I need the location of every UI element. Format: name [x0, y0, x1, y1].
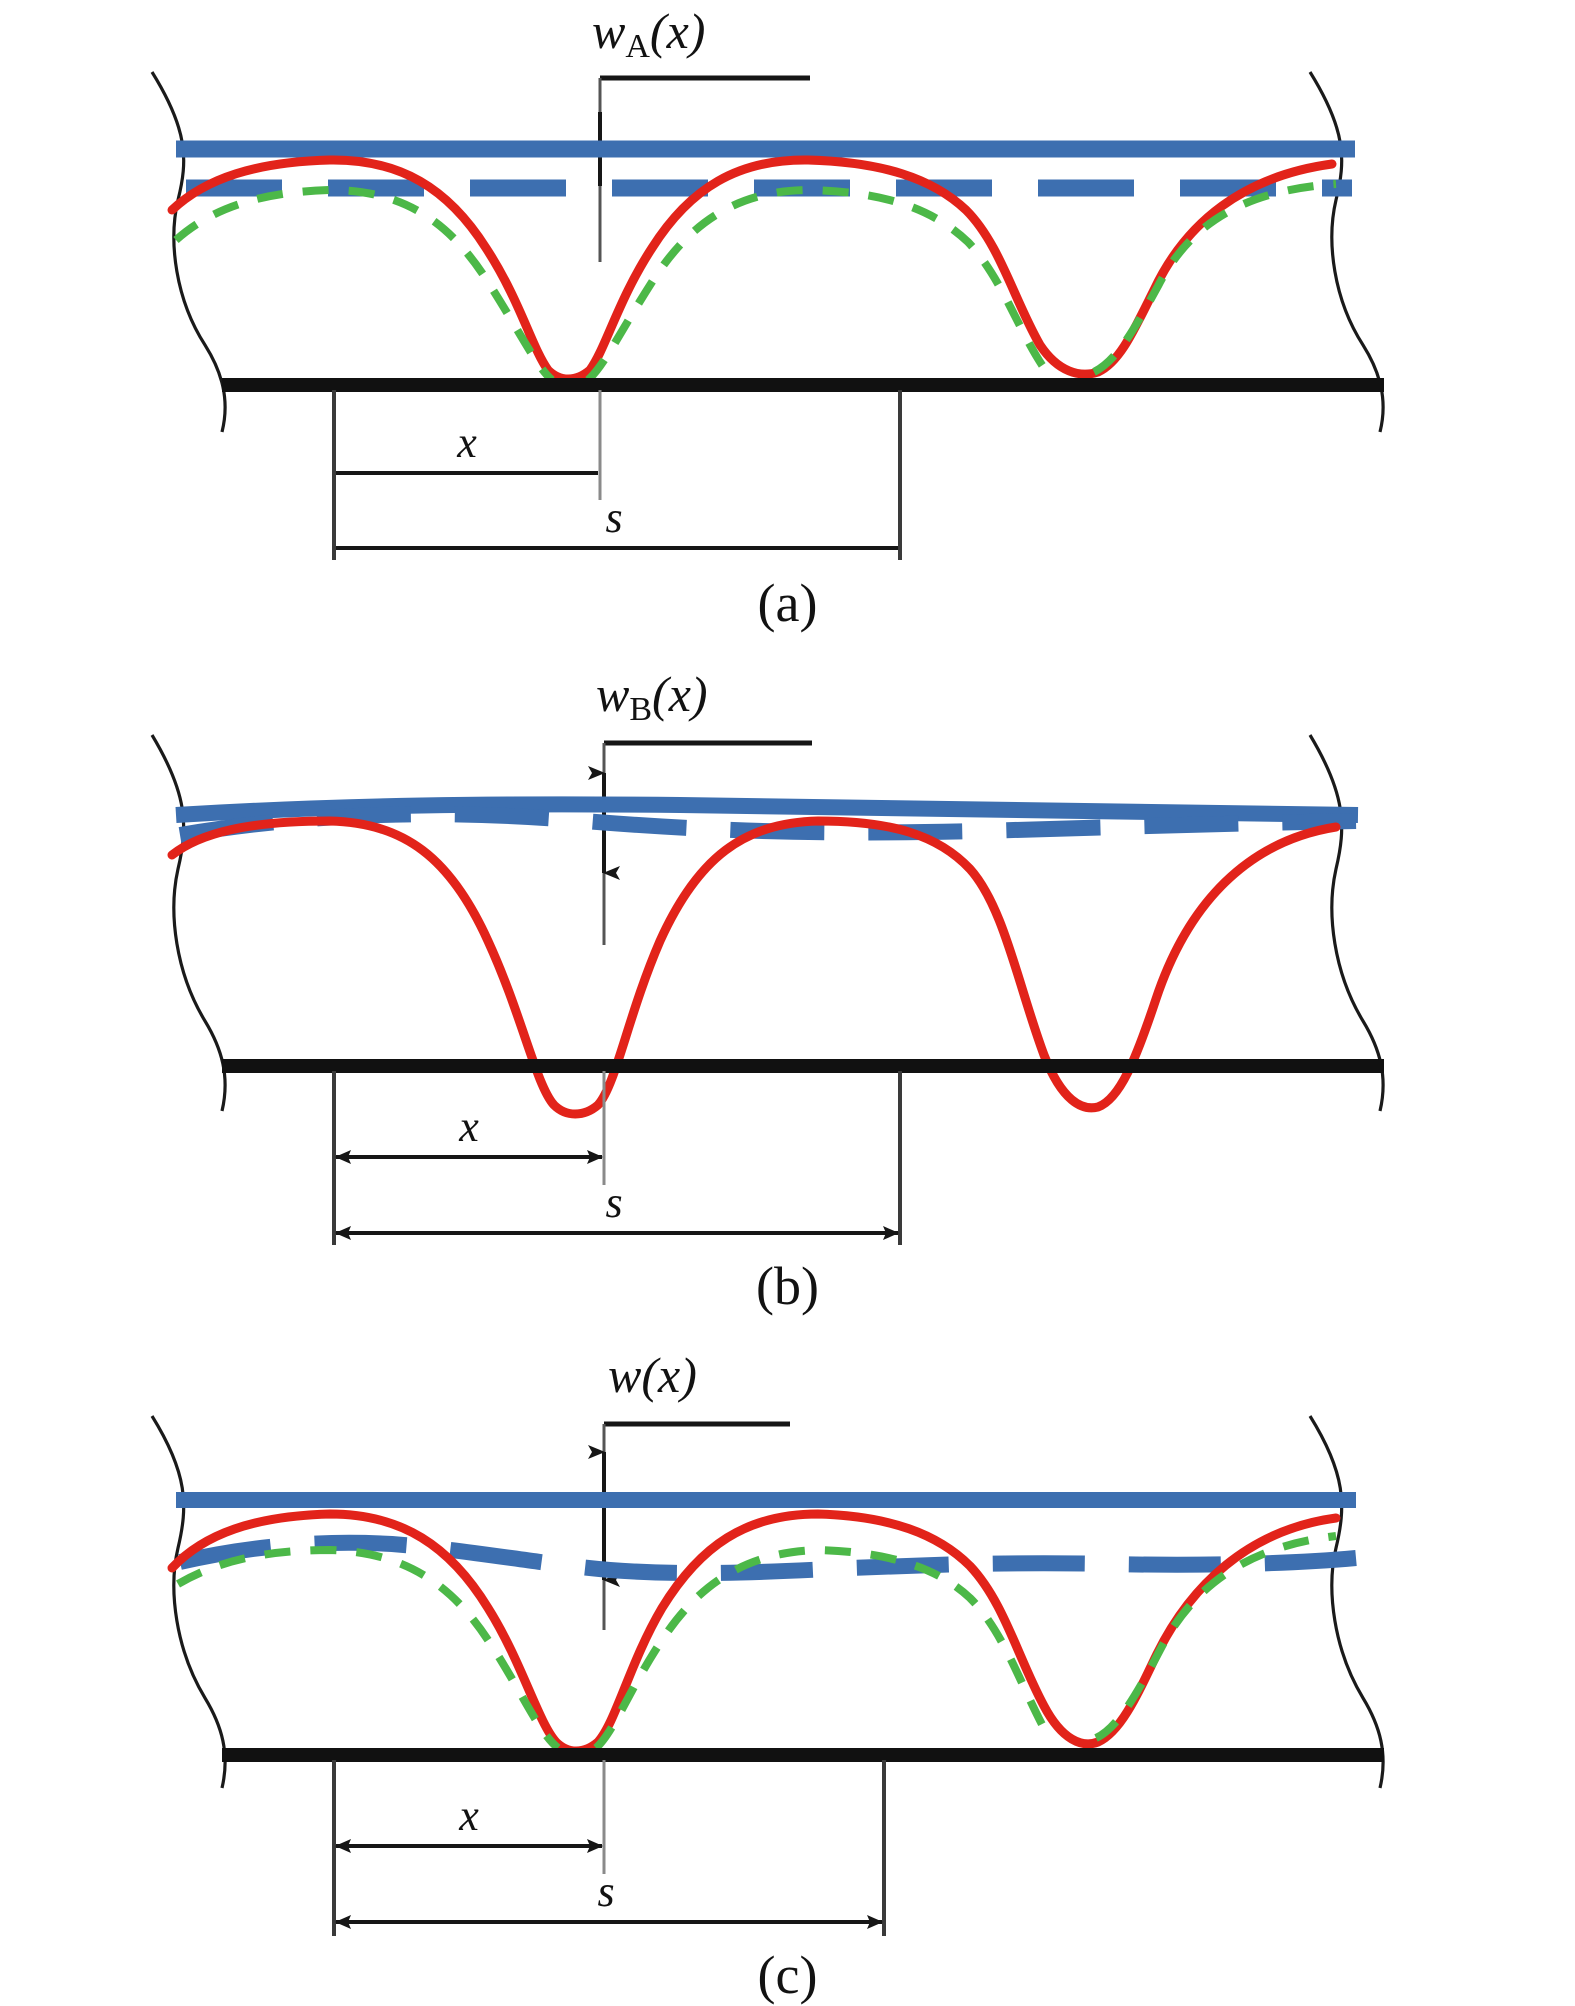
deflection-label-wa: wA(x)	[592, 2, 706, 65]
deflection-label-wb-base: w	[596, 666, 630, 722]
deflection-label-w-argument: (x)	[641, 1347, 697, 1403]
panel-caption-a: (a)	[757, 573, 818, 633]
deflection-label-wa-subscript: A	[625, 28, 650, 65]
deflection-label-wb-subscript: B	[629, 691, 653, 728]
deflection-label-wa-base: w	[592, 3, 626, 59]
panel-c-canvas: x s	[150, 1415, 1385, 1936]
baseline-c	[222, 1748, 1384, 1762]
break-line-right-c	[1308, 1415, 1385, 1789]
green-deflection-curve-c-left	[175, 1545, 561, 1752]
red-deflection-curve-b	[167, 816, 1341, 1119]
panel-caption-b: (b)	[756, 1256, 819, 1316]
blue-datum-line-c	[178, 1534, 1357, 1582]
baseline-a	[222, 378, 1384, 392]
panel-b: x s wB(x) (b)	[0, 655, 1575, 1335]
panel-a-canvas: x s	[150, 71, 1385, 560]
break-line-right-b	[1308, 734, 1385, 1112]
deflection-label-w-base: w	[608, 1347, 642, 1403]
blue-reference-line-b	[175, 796, 1359, 823]
break-line-left-b	[150, 734, 227, 1112]
green-deflection-curve-a-left	[173, 185, 555, 384]
deflection-label-wa-argument: (x)	[649, 3, 706, 59]
panel-c: x s w(x) (c)	[0, 1340, 1575, 2005]
dimension-label-x-b: x	[458, 1102, 479, 1151]
dimension-label-s-a: s	[605, 493, 622, 542]
green-deflection-curve-c-mid	[593, 1545, 1050, 1751]
break-line-left-c	[150, 1415, 227, 1789]
break-line-left	[150, 71, 227, 433]
baseline-b	[222, 1059, 1384, 1073]
panel-a: x s wA(x) (a)	[0, 0, 1575, 640]
deflection-label-wb-argument: (x)	[652, 666, 708, 722]
dimension-label-s-b: s	[605, 1178, 622, 1227]
dimension-label-x-c: x	[458, 1791, 479, 1840]
dimension-label-x-a: x	[456, 418, 477, 467]
deflection-label-wb: wB(x)	[596, 665, 708, 728]
deflection-label-w: w(x)	[608, 1346, 697, 1404]
green-deflection-curve-a-mid	[585, 185, 1048, 384]
dimension-label-s-c: s	[597, 1867, 614, 1916]
panel-caption-c: (c)	[757, 1945, 818, 2005]
panel-b-canvas: x s	[150, 734, 1385, 1245]
